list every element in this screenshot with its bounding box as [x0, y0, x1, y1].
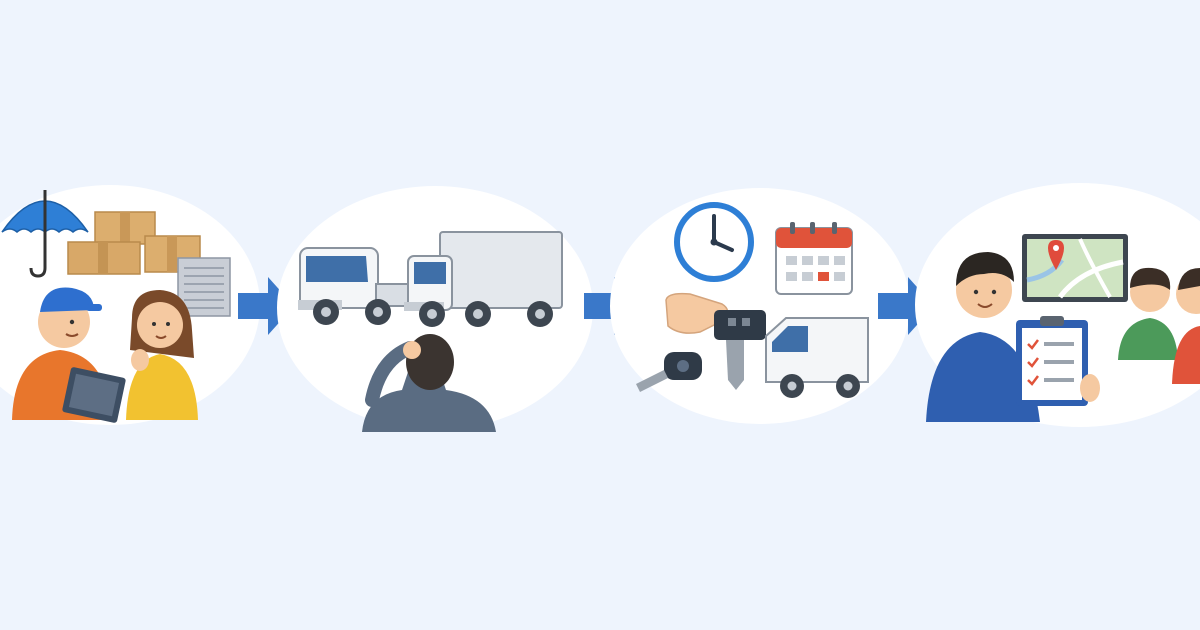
step-3-panel [610, 188, 910, 424]
storage-shutter-icon [177, 257, 231, 317]
delivery-staff-person [926, 252, 1040, 422]
car-key-icon [636, 352, 702, 392]
calendar-icon [775, 222, 853, 295]
step-4-delivery-complete [915, 183, 1200, 427]
step-3-rental-handover [610, 188, 910, 424]
key-handover-icon [665, 292, 766, 390]
customer-person [126, 290, 198, 420]
checklist-icon [1016, 316, 1100, 406]
clock-icon [674, 202, 754, 282]
map-screen-icon [1022, 234, 1128, 302]
small-truck-icon [298, 247, 437, 325]
step-2-truck-selection [277, 186, 593, 432]
map-pin-icon [1048, 240, 1064, 270]
van-icon [765, 317, 869, 398]
customers-icon [1118, 267, 1200, 384]
confused-person-icon [362, 334, 496, 432]
step-1-consultation [0, 185, 260, 425]
umbrella-icon [1, 190, 89, 278]
clipboard-icon [62, 367, 126, 423]
box-truck-icon [404, 231, 563, 327]
